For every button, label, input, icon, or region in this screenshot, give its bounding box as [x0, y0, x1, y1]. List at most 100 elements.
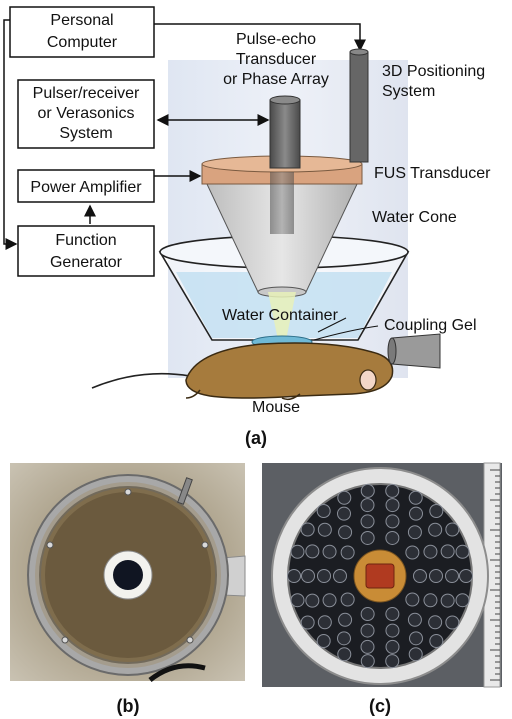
array-element [305, 544, 320, 559]
pc-label-line1: Personal [50, 12, 113, 29]
positioning-label-line1: 3D Positioning [382, 63, 485, 80]
array-element [429, 569, 443, 583]
pc-to-funcgen-arrow [3, 19, 18, 250]
center-probe [365, 563, 395, 589]
array-element [300, 522, 315, 537]
coupling-gel-label: Coupling Gel [384, 317, 477, 334]
array-element [360, 498, 375, 513]
pulser-label-line1: Pulser/receiver [33, 85, 140, 102]
array-element [333, 569, 347, 583]
array-element [317, 569, 331, 583]
array-element [337, 647, 352, 662]
array-element [290, 593, 305, 608]
array-element [440, 544, 455, 559]
array-element [423, 544, 438, 559]
fus-label: FUS Transducer [374, 165, 491, 182]
pulse-echo-label-line3: or Phase Array [223, 71, 329, 88]
array-element [316, 633, 331, 648]
array-element [409, 631, 423, 646]
caption-c: (c) [369, 696, 391, 716]
array-element [385, 514, 400, 529]
array-element [385, 498, 400, 513]
leader-lines [313, 317, 379, 341]
array-element [340, 545, 355, 560]
funcgen-block: Function Generator [17, 225, 155, 277]
pc-to-positioning-arrow [154, 23, 366, 52]
array-element [317, 615, 332, 630]
pc-block: Personal Computer [9, 6, 155, 58]
photo-b: (b) [10, 463, 246, 716]
array-element [360, 639, 375, 654]
array-element [290, 544, 305, 559]
pulser-label-line3: System [59, 125, 112, 142]
pulser-block: Pulser/receiver or Verasonics System [17, 79, 155, 149]
array-element [429, 504, 444, 519]
array-element [287, 569, 301, 583]
array-element [360, 483, 375, 498]
set-screw [177, 477, 193, 505]
water-container-label: Water Container [222, 307, 339, 324]
pulse-echo-transducer [269, 95, 301, 169]
mouse-body [185, 342, 394, 399]
array-element [407, 525, 422, 540]
array-element [337, 506, 351, 521]
array-element [409, 506, 423, 521]
array-element [428, 522, 443, 537]
pulse-echo-label-line1: Pulse-echo [236, 31, 316, 48]
array-element [445, 569, 459, 583]
array-element [360, 514, 375, 529]
mouse-illustration [91, 333, 441, 401]
ruler-ticks [490, 469, 500, 681]
funcgen-label-line1: Function [55, 232, 116, 249]
connectors [3, 19, 366, 250]
array-element [360, 654, 375, 669]
mouse-label: Mouse [252, 399, 300, 416]
water-cone-label: Water Cone [372, 209, 457, 226]
array-element [385, 483, 400, 498]
panel-a: Personal Computer Pulser/receiver or Ver… [3, 6, 491, 448]
array-element [455, 544, 470, 559]
center-aperture [113, 560, 143, 590]
array-element [385, 530, 400, 545]
array-element [385, 623, 400, 638]
array-element [322, 593, 337, 608]
anesthesia-nosecone [391, 333, 441, 369]
amp-label: Power Amplifier [30, 179, 142, 196]
array-element [337, 631, 351, 646]
array-element [337, 490, 352, 505]
fus-assembly [201, 155, 363, 340]
array-element [300, 615, 315, 630]
array-elements [287, 483, 473, 669]
caption-b: (b) [117, 696, 140, 716]
array-element [340, 592, 355, 607]
array-element [385, 654, 400, 669]
pulse-echo-label-line2: Transducer [236, 51, 317, 68]
array-element [428, 615, 443, 630]
array-element [338, 612, 353, 627]
array-element [301, 569, 315, 583]
array-element [440, 593, 455, 608]
array-element [317, 522, 332, 537]
cable [148, 663, 206, 682]
positioning-rod [349, 48, 369, 163]
array-element [445, 615, 460, 630]
array-element [316, 504, 331, 519]
array-element [407, 612, 422, 627]
array-element [408, 490, 423, 505]
array-element [423, 593, 438, 608]
array-element [360, 607, 375, 622]
array-element [385, 639, 400, 654]
mouse-tail [91, 372, 191, 389]
array-element [455, 593, 470, 608]
array-element [459, 569, 473, 583]
array-element [360, 623, 375, 638]
array-element [445, 522, 460, 537]
pc-label-line2: Computer [47, 34, 118, 51]
pulser-label-line2: or Verasonics [38, 105, 135, 122]
array-element [429, 633, 444, 648]
array-element [338, 525, 353, 540]
array-element [305, 593, 320, 608]
array-element [405, 545, 420, 560]
funcgen-label-line2: Generator [50, 254, 123, 271]
